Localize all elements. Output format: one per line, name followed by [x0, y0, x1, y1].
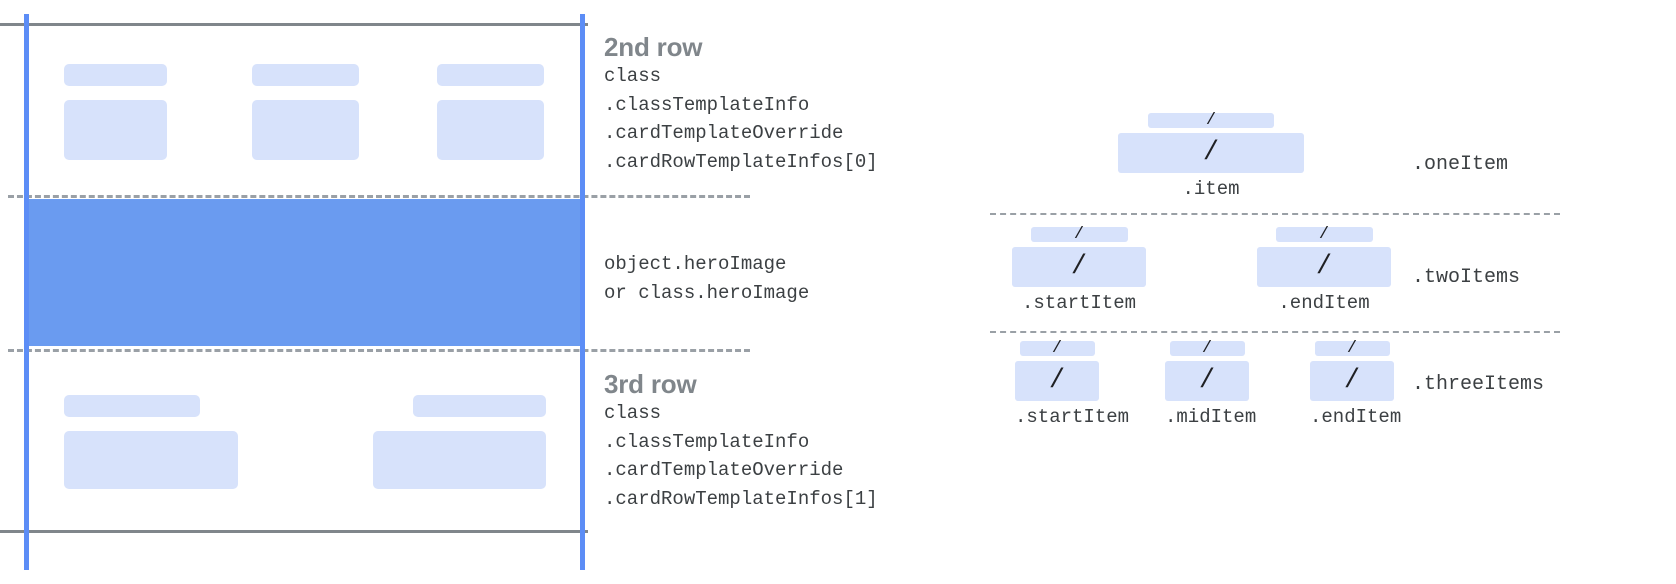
two-items-start-small-bar: /: [1030, 225, 1128, 244]
row-2-cell-3-value-placeholder: [437, 100, 544, 160]
group-label-one-item: .oneItem: [1412, 153, 1509, 176]
item-group-divider-2: [990, 331, 1560, 333]
row-2-cell-1-label-placeholder: [64, 64, 167, 86]
two-items-end-small-bar: /: [1275, 225, 1373, 244]
card-template-diagram: [0, 0, 750, 584]
annotation-hero: object.heroImage or class.heroImage: [604, 250, 809, 307]
card-hero-row-3-divider: [8, 349, 750, 352]
three-items-mid-small-bar: /: [1169, 339, 1245, 358]
card-right-guide: [580, 14, 585, 570]
three-items-start-slot-label: .startItem: [1015, 406, 1130, 428]
one-item-slot-label: .item: [1182, 178, 1240, 200]
slash-icon: /: [1318, 225, 1330, 244]
row-2-cell-3-label-placeholder: [437, 64, 544, 86]
two-items-start-slot-label: .startItem: [1021, 292, 1137, 314]
one-item-large-bar: /: [1118, 133, 1304, 173]
slash-icon: /: [1315, 252, 1333, 282]
group-label-three-items: .threeItems: [1412, 373, 1545, 396]
one-item-small-bar: /: [1148, 111, 1274, 130]
annotation-row-3: 3rd row class .classTemplateInfo .cardTe…: [604, 369, 878, 513]
row-3-cell-1-value-placeholder: [64, 431, 238, 489]
card-top-rule: [0, 23, 588, 26]
item-layout-diagram: / / .item .oneItem / / .startItem / / .e…: [960, 0, 1676, 584]
card-row-2-hero-divider: [8, 195, 750, 198]
row-2-cell-1-value-placeholder: [64, 100, 167, 160]
two-items-end-large-bar: /: [1257, 247, 1391, 287]
slash-icon: /: [1346, 339, 1358, 358]
annotation-row-3-code: class .classTemplateInfo .cardTemplateOv…: [604, 402, 878, 510]
slash-icon: /: [1051, 339, 1063, 358]
row-3-cell-2-value-placeholder: [373, 431, 546, 489]
two-items-start-large-bar: /: [1012, 247, 1146, 287]
three-items-end-small-bar: /: [1314, 339, 1390, 358]
slash-icon: /: [1202, 138, 1220, 168]
item-group-divider-1: [990, 213, 1560, 215]
slash-icon: /: [1205, 111, 1217, 130]
three-items-mid-slot: / / .midItem: [1165, 339, 1257, 428]
row-3-cell-1-label-placeholder: [64, 395, 200, 417]
two-items-end-slot-label: .endItem: [1278, 292, 1370, 314]
annotation-row-3-title: 3rd row: [604, 369, 697, 399]
three-items-end-slot: / / .endItem: [1310, 339, 1402, 428]
group-label-two-items: .twoItems: [1412, 266, 1521, 289]
three-items-end-slot-label: .endItem: [1310, 406, 1402, 428]
slash-icon: /: [1343, 366, 1361, 396]
slash-icon: /: [1048, 366, 1066, 396]
slash-icon: /: [1070, 252, 1088, 282]
slash-icon: /: [1201, 339, 1213, 358]
slash-icon: /: [1198, 366, 1216, 396]
three-items-start-large-bar: /: [1015, 361, 1099, 401]
three-items-start-small-bar: /: [1019, 339, 1095, 358]
two-items-end-slot: / / .endItem: [1257, 225, 1391, 314]
annotation-hero-code: object.heroImage or class.heroImage: [604, 253, 810, 304]
three-items-mid-slot-label: .midItem: [1165, 406, 1257, 428]
three-items-mid-large-bar: /: [1165, 361, 1249, 401]
card-left-guide: [24, 14, 29, 570]
row-2-cell-2-label-placeholder: [252, 64, 359, 86]
one-item-slot: / / .item: [1118, 111, 1304, 200]
annotation-row-2-code: class .classTemplateInfo .cardTemplateOv…: [604, 65, 878, 173]
row-3-cell-2-label-placeholder: [413, 395, 546, 417]
hero-image-band: [28, 199, 584, 346]
three-items-end-large-bar: /: [1310, 361, 1394, 401]
three-items-start-slot: / / .startItem: [1015, 339, 1130, 428]
slash-icon: /: [1073, 225, 1085, 244]
card-bottom-rule: [0, 530, 588, 533]
row-2-cell-2-value-placeholder: [252, 100, 359, 160]
two-items-start-slot: / / .startItem: [1012, 225, 1146, 314]
annotation-row-2: 2nd row class .classTemplateInfo .cardTe…: [604, 32, 878, 176]
annotation-row-2-title: 2nd row: [604, 32, 703, 62]
